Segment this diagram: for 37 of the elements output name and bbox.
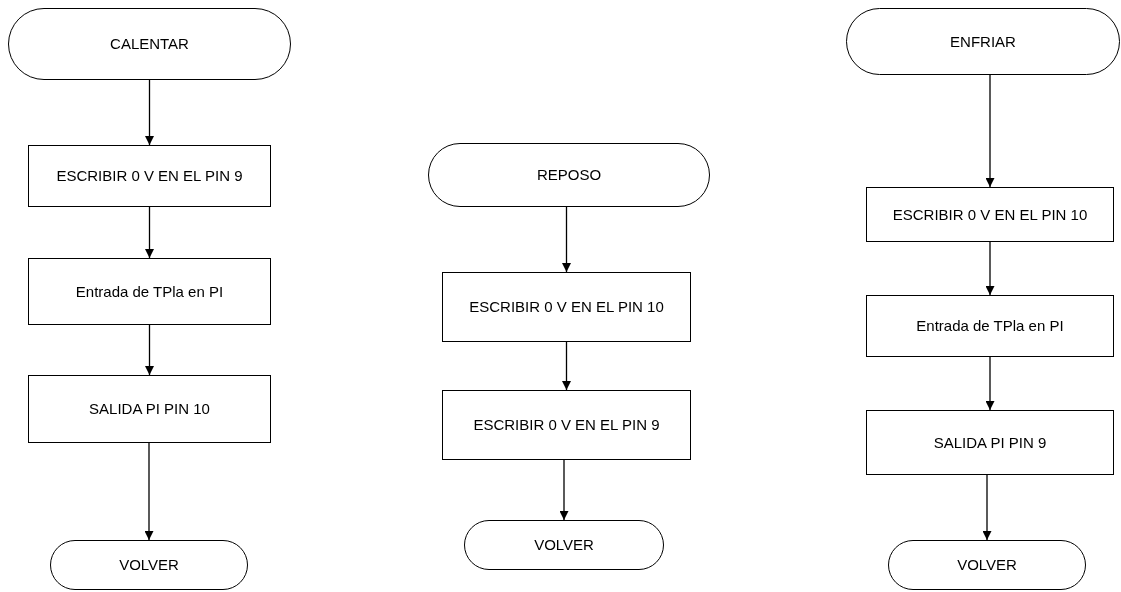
node-label: CALENTAR: [110, 34, 189, 55]
node-label: REPOSO: [536, 165, 602, 186]
arrow: [559, 459, 569, 521]
node-label: VOLVER: [534, 535, 594, 556]
terminal-shape: [888, 540, 1086, 590]
arrow: [145, 206, 154, 259]
node-label: ENFRIAR: [950, 31, 1016, 52]
node-label: ESCRIBIR 0 V EN EL PIN 10: [469, 297, 664, 318]
node-label: Entrada de TPla en PI: [916, 316, 1064, 337]
arrow: [145, 79, 154, 146]
process-box: [28, 375, 271, 443]
node-label: ESCRIBIR 0 V EN EL PIN 9: [473, 415, 660, 436]
process-box: [866, 410, 1114, 475]
node-label: VOLVER: [957, 555, 1017, 576]
process-box: [28, 145, 271, 207]
node-label: ESCRIBIR 0 V EN EL PIN 10: [892, 204, 1088, 225]
process-box: [28, 258, 271, 325]
arrow: [562, 341, 571, 391]
terminal-shape: [464, 520, 664, 570]
process-box: [866, 187, 1114, 242]
arrow: [144, 442, 154, 541]
process-box: [442, 272, 691, 342]
node-label: SALIDA PI PIN 10: [89, 399, 210, 420]
arrow: [985, 74, 995, 188]
arrow: [982, 474, 992, 541]
node-label: Entrada de TPla en PI: [75, 281, 224, 302]
node-label: SALIDA PI PIN 9: [933, 432, 1047, 453]
arrow: [145, 324, 154, 376]
node-label: VOLVER: [119, 555, 179, 576]
process-box: [442, 390, 691, 460]
arrow: [985, 356, 995, 411]
terminal-shape: [846, 8, 1120, 75]
arrow: [985, 241, 995, 296]
arrow: [562, 206, 571, 273]
node-label: ESCRIBIR 0 V EN EL PIN 9: [56, 166, 243, 187]
terminal-shape: [50, 540, 248, 590]
process-box: [866, 295, 1114, 357]
